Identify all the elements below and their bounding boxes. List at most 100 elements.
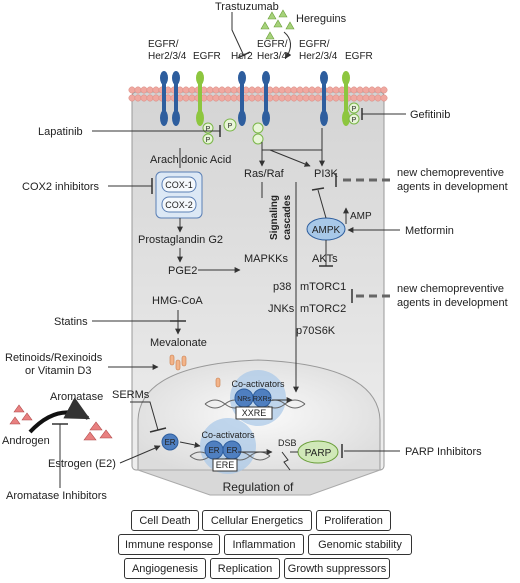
membrane-lipid — [374, 94, 382, 102]
trastuzumab-inhibit-line — [231, 12, 245, 57]
membrane-lipid — [230, 94, 238, 102]
membrane-lipid — [206, 94, 214, 102]
svg-text:P: P — [228, 123, 233, 130]
membrane-lipid — [140, 86, 148, 94]
amp-label: AMP — [350, 211, 372, 222]
hereguin-ligands — [260, 9, 295, 40]
serms-label: SERMs — [112, 389, 150, 401]
membrane-lipid — [332, 94, 340, 102]
pi3k-label: PI3K — [314, 168, 339, 180]
membrane-lipid — [128, 86, 136, 94]
outcome-proliferation: Proliferation — [316, 510, 391, 531]
membrane-lipid — [308, 94, 316, 102]
receptor-her2 — [238, 71, 246, 126]
membrane-lipid — [248, 86, 256, 94]
membrane-lipid — [314, 94, 322, 102]
lapatinib-label: Lapatinib — [38, 126, 83, 138]
outcome-growth-suppressors: Growth suppressors — [284, 558, 390, 579]
aromatase-inhibitors-label: Aromatase Inhibitors — [6, 490, 107, 502]
phospho-lapatinib-target: P — [223, 118, 237, 132]
egfr-her34-mid-label-2: Her3/4 — [257, 51, 287, 62]
parp-inhibitors-label: PARP Inhibitors — [405, 446, 482, 458]
membrane-lipid — [182, 94, 190, 102]
membrane-lipid — [380, 94, 388, 102]
membrane-lipid — [188, 94, 196, 102]
membrane-lipid — [134, 94, 142, 102]
membrane-lipid — [362, 94, 370, 102]
new-agents-1-line2: agents in development — [397, 181, 508, 193]
membrane-lipid — [368, 86, 376, 94]
membrane-lipid — [224, 86, 232, 94]
membrane-lipid — [362, 86, 370, 94]
membrane-lipid — [296, 94, 304, 102]
svg-text:P: P — [352, 106, 357, 113]
cell-membrane — [128, 86, 388, 102]
ere-label: ERE — [216, 460, 235, 470]
signaling-label-2: cascades — [282, 195, 293, 240]
signaling-label-1: Signaling — [269, 195, 280, 240]
cox-box: COX-1 COX-2 — [155, 171, 203, 219]
membrane-lipid — [212, 86, 220, 94]
cox1-label: COX-1 — [165, 180, 193, 190]
arachidonic-acid-label: Arachidonic Acid — [150, 154, 231, 166]
outcome-cellular-energetics: Cellular Energetics — [202, 510, 312, 531]
membrane-lipid — [206, 86, 214, 94]
membrane-lipid — [272, 86, 280, 94]
membrane-lipid — [218, 94, 226, 102]
membrane-lipid — [188, 86, 196, 94]
membrane-lipid — [302, 86, 310, 94]
hmg-coa-label: HMG-CoA — [152, 295, 203, 307]
outcome-genomic-stability: Genomic stability — [308, 534, 412, 555]
outcome-inflammation: Inflammation — [224, 534, 304, 555]
egfr-her34-mid-label-1: EGFR/ — [257, 39, 288, 50]
hereguins-arrow — [283, 31, 292, 59]
ampk-label: AMPK — [312, 225, 341, 236]
membrane-lipid — [140, 94, 148, 102]
p70s6k-label: p70S6K — [296, 325, 336, 337]
p38-label: p38 — [273, 281, 291, 293]
dsb-break — [281, 451, 291, 471]
hereguins-label: Hereguins — [296, 13, 347, 25]
androgen-label: Androgen — [2, 435, 50, 447]
jnks-label: JNKs — [268, 303, 295, 315]
membrane-lipid — [302, 94, 310, 102]
svg-text:P: P — [206, 137, 211, 144]
receptor-egfr-her34-mid — [262, 71, 270, 126]
new-agents-2-line2: agents in development — [397, 297, 508, 309]
estrogen-label: Estrogen (E2) — [48, 458, 116, 470]
ras-raf-label: Ras/Raf — [244, 168, 285, 180]
metformin-label: Metformin — [405, 225, 454, 237]
membrane-lipid — [278, 86, 286, 94]
receptor-egfr-her234-left — [160, 71, 180, 126]
prostaglandin-label: Prostaglandin G2 — [138, 234, 223, 246]
gefitinib-label: Gefitinib — [410, 109, 450, 121]
parp-label: PARP — [305, 448, 332, 459]
pge2-label: PGE2 — [168, 265, 197, 277]
nrs-label: NRs — [237, 396, 251, 403]
membrane-lipid — [248, 94, 256, 102]
receptor-egfr-her234-right — [320, 71, 328, 126]
membrane-lipid — [254, 86, 262, 94]
egfr-right-label: EGFR — [345, 51, 373, 62]
membrane-lipid — [368, 94, 376, 102]
er-receptor — [161, 433, 179, 451]
membrane-lipid — [326, 94, 334, 102]
egfr-her234-left-label-2: Her2/3/4 — [148, 51, 187, 62]
outcome-immune-response: Immune response — [118, 534, 220, 555]
trastuzumab-label: Trastuzumab — [215, 1, 279, 13]
membrane-lipid — [350, 86, 358, 94]
phospho-group-mid — [252, 122, 264, 145]
membrane-lipid — [218, 86, 226, 94]
regulation-title: Regulation of — [223, 480, 294, 494]
membrane-lipid — [230, 86, 238, 94]
egfr-her234-right-label-1: EGFR/ — [299, 39, 330, 50]
estrogen-molecules — [83, 421, 113, 441]
membrane-lipid — [374, 86, 382, 94]
outcome-replication: Replication — [210, 558, 280, 579]
er-dimer-right-label: ER — [226, 446, 237, 455]
membrane-lipid — [290, 86, 298, 94]
mapkks-label: MAPKKs — [244, 253, 289, 265]
membrane-lipid — [278, 94, 286, 102]
svg-text:P: P — [352, 117, 357, 124]
coactivators-bottom-label: Co-activators — [201, 430, 255, 440]
